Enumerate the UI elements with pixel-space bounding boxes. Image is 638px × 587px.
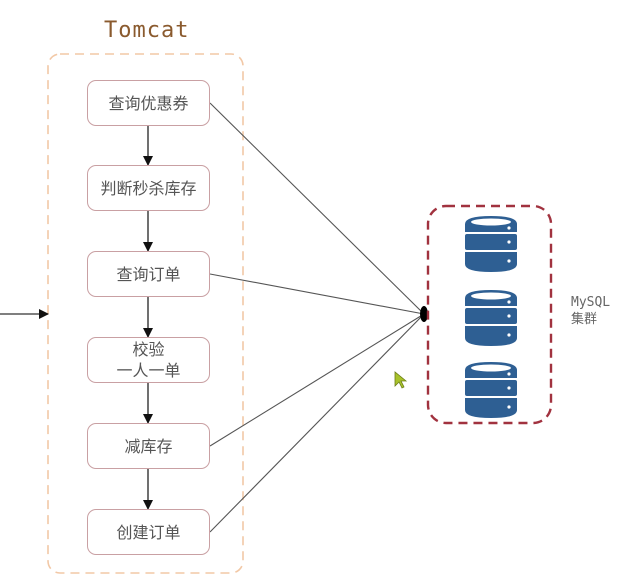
step-check-stock: 判断秒杀库存 [87, 165, 210, 211]
step-create-order: 创建订单 [87, 509, 210, 555]
step-one-order-per-user: 校验 一人一单 [87, 337, 210, 383]
connection-line [209, 313, 425, 533]
step-query-order: 查询订单 [87, 251, 210, 297]
step-query-coupon: 查询优惠券 [87, 80, 210, 126]
step-deduct-stock: 减库存 [87, 423, 210, 469]
connection-line [209, 273, 425, 315]
database-icon [465, 362, 517, 418]
connection-line [209, 313, 425, 447]
database-icon [465, 216, 517, 272]
mouse-cursor-icon [394, 371, 408, 389]
mysql-cluster-container [426, 204, 553, 425]
tomcat-container [47, 53, 244, 574]
db-connections [209, 102, 425, 533]
connection-line [209, 102, 425, 315]
database-icon [465, 290, 517, 346]
tomcat-title: Tomcat [104, 18, 190, 43]
mysql-cluster-label: MySQL 集群 [571, 295, 611, 327]
connection-junction [420, 306, 428, 322]
